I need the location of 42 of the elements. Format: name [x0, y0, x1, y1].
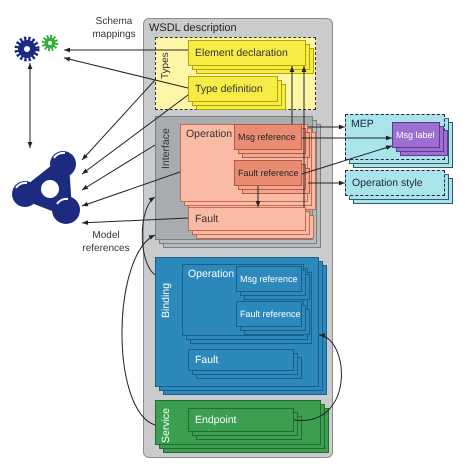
box-label: Msg reference	[238, 132, 296, 142]
box-label: Operation style	[352, 177, 423, 189]
arrow	[64, 56, 188, 88]
arrow	[28, 62, 32, 148]
network-drawing	[10, 148, 82, 226]
arrow	[82, 172, 180, 206]
group-label: Interface	[160, 128, 172, 169]
arrow	[82, 94, 188, 174]
box-label: Msg reference	[240, 274, 298, 284]
arrow	[302, 136, 392, 140]
box-heading: Operation	[186, 128, 232, 140]
box-label: Fault	[195, 213, 218, 225]
box-label: Fault reference	[238, 168, 299, 178]
arrow	[82, 218, 188, 226]
arrow	[308, 124, 346, 130]
arrow	[82, 80, 156, 160]
box-heading: MEP	[351, 118, 374, 130]
box-heading: WSDL description	[149, 22, 237, 34]
group-label: Types	[160, 52, 171, 79]
types-group	[155, 37, 316, 110]
arrow	[302, 66, 306, 208]
box-label: Fault reference	[240, 309, 301, 319]
arrow	[302, 145, 392, 174]
arrow	[256, 186, 260, 208]
arrow	[308, 180, 346, 186]
annotation-text: Schema mappings	[91, 16, 137, 41]
box-label: Element declaration	[195, 47, 288, 59]
arrow	[122, 234, 156, 426]
arrow	[142, 196, 156, 276]
arrow	[294, 334, 342, 421]
arrow	[290, 66, 294, 124]
group-label: Binding	[160, 282, 172, 318]
arrow	[64, 48, 188, 52]
box-label: Type definition	[195, 83, 263, 95]
arrow	[82, 144, 156, 190]
box-heading: Operation	[188, 268, 234, 280]
box-label: Msg label	[396, 130, 435, 140]
box-label: Fault	[195, 354, 218, 366]
group-label: Service	[160, 408, 172, 443]
box-label: Endpoint	[195, 414, 236, 426]
annotation-text: Model references	[81, 230, 131, 255]
description-panel	[143, 18, 333, 458]
